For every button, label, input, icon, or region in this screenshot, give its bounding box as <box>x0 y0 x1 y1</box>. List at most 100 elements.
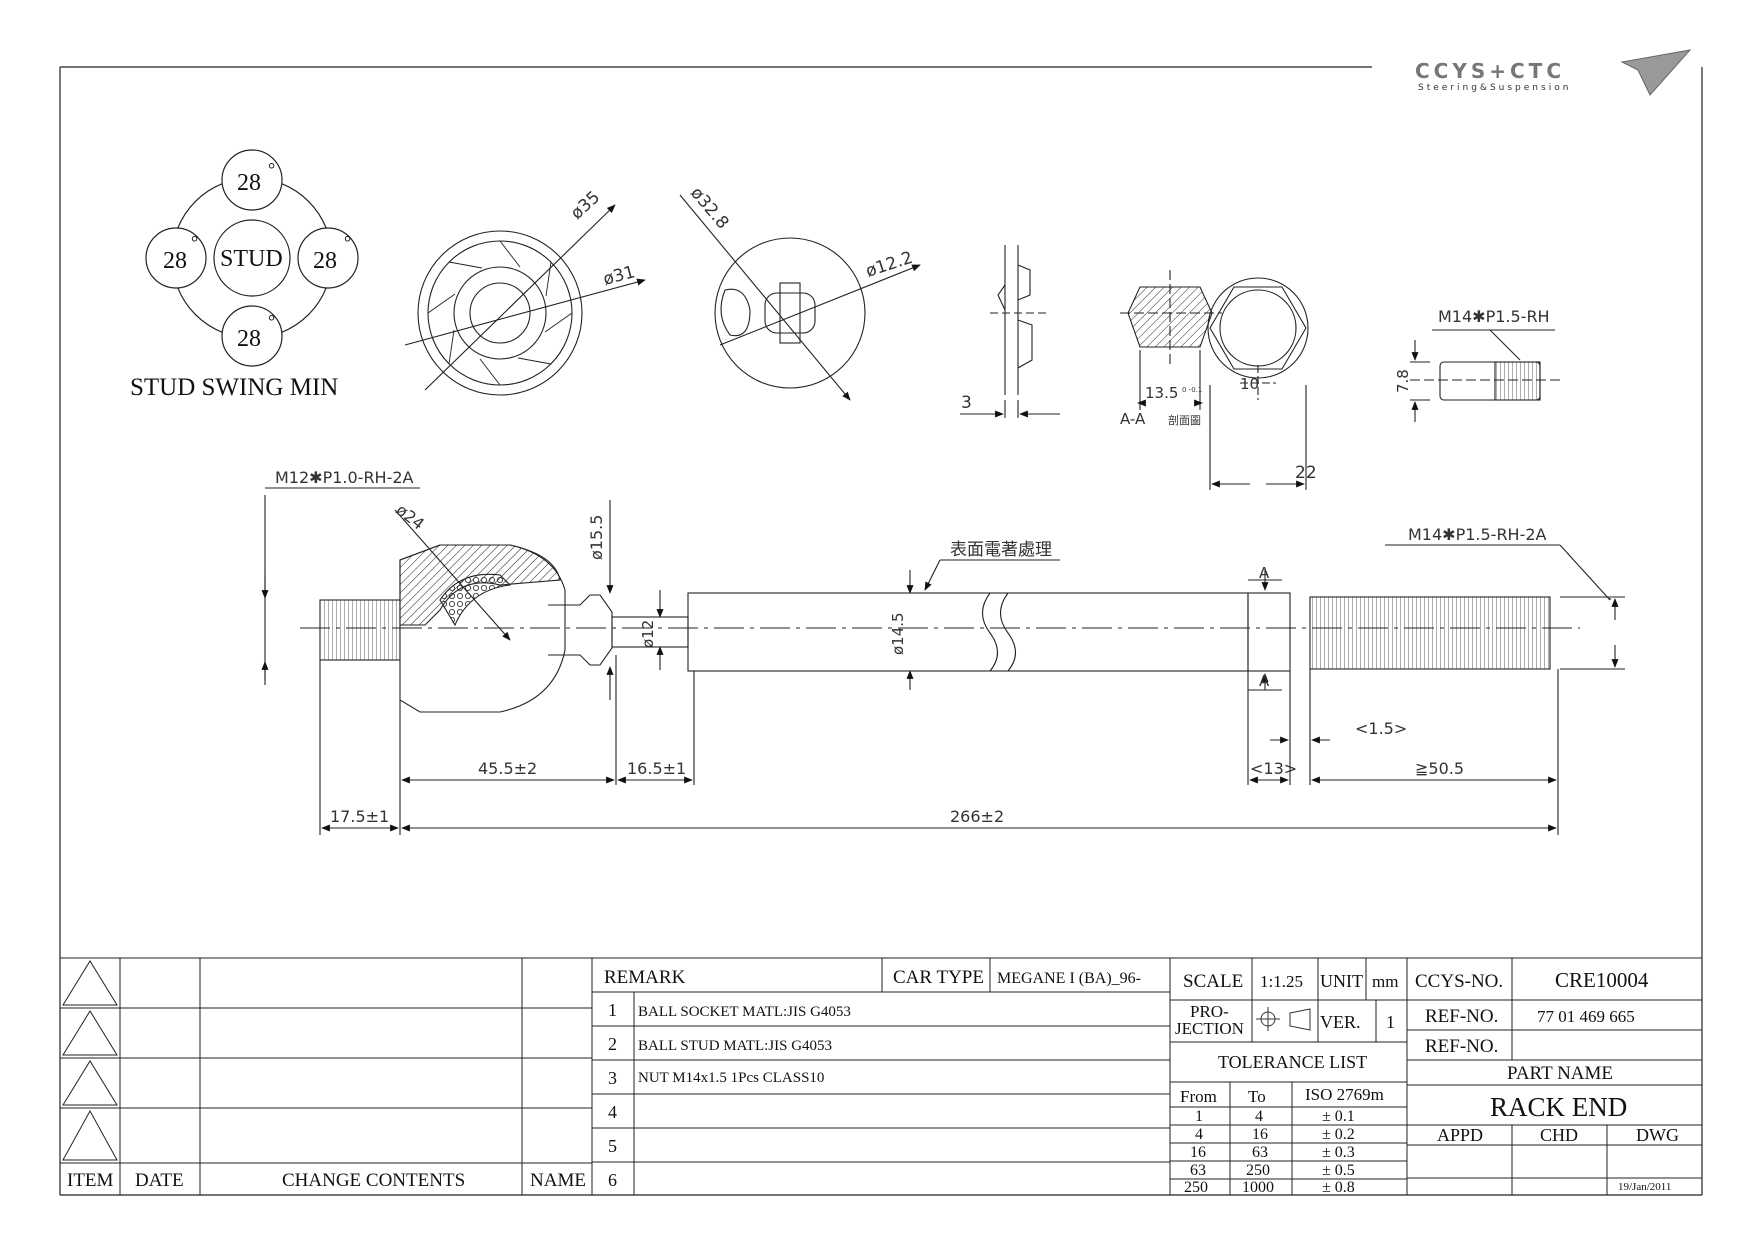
dim-13: <13> <box>1250 759 1297 778</box>
swing-degree-top: ° <box>268 159 275 179</box>
unit-label: UNIT <box>1320 971 1363 991</box>
rack-end-assembly <box>261 487 1625 835</box>
rack-end-labels: M12✱P1.0-RH-2A ø24 ø15.5 ø12 ø14.5 表面電著處… <box>275 468 1547 826</box>
brand-logo: CCYS+CTC Steering&Suspension <box>1415 49 1692 96</box>
ref-no-label: REF-NO. <box>1425 1006 1498 1027</box>
section-aa-cn: 剖面圖 <box>1168 413 1201 427</box>
section-aa-label: A-A <box>1120 410 1146 428</box>
stud-swing-diagram <box>145 149 359 367</box>
car-type-label: CAR TYPE <box>893 967 984 988</box>
tol-header-from: From <box>1180 1087 1217 1106</box>
washer-side-view <box>960 245 1060 418</box>
spec-block: SCALE 1:1.25 UNIT mm PRO- JECTION VER. 1… <box>1175 971 1398 1196</box>
tol-val-4: ± 0.5 <box>1322 1162 1355 1179</box>
version-label: VER. <box>1320 1012 1361 1032</box>
car-type-value: MEGANE I (BA)_96- <box>997 970 1141 987</box>
dim-shaft: ø14.5 <box>889 612 907 655</box>
part-name-label: PART NAME <box>1507 1063 1613 1084</box>
dim-nut-inner: 10 <box>1240 375 1259 393</box>
section-mark-top: A <box>1259 564 1270 582</box>
swing-degree-bottom: ° <box>268 311 275 331</box>
sheet-border <box>59 66 1703 1196</box>
header-date: DATE <box>135 1170 184 1191</box>
tol-from-1: 1 <box>1195 1108 1203 1125</box>
tol-to-4: 250 <box>1246 1162 1270 1179</box>
remark-text-3: NUT M14x1.5 1Pcs CLASS10 <box>638 1070 824 1086</box>
projection-symbol-icon <box>1256 1007 1311 1031</box>
dim-washer-thickness: 3 <box>961 393 972 413</box>
dwg-label: DWG <box>1636 1125 1679 1145</box>
tol-from-5: 250 <box>1184 1179 1208 1196</box>
swing-angle-right: 28 <box>313 248 337 274</box>
tol-to-3: 63 <box>1252 1144 1268 1161</box>
remark-text-2: BALL STUD MATL:JIS G4053 <box>638 1038 832 1054</box>
ccys-no-label: CCYS-NO. <box>1415 971 1503 992</box>
ref-no-label-2: REF-NO. <box>1425 1036 1498 1057</box>
title-block-grid <box>60 957 1702 1195</box>
dim-boot-inner: ø31 <box>601 262 637 290</box>
header-item: ITEM <box>67 1170 114 1191</box>
remark-title: REMARK <box>604 967 686 988</box>
tol-from-3: 16 <box>1190 1144 1206 1161</box>
remark-no-1: 1 <box>608 1000 617 1020</box>
remark-no-3: 3 <box>608 1068 617 1088</box>
dim-shaft-small: ø12 <box>639 620 657 648</box>
plate-view <box>679 194 921 401</box>
swing-angle-left: 28 <box>163 248 187 274</box>
projection-label-1: PRO- <box>1190 1002 1229 1021</box>
remark-no-5: 5 <box>608 1136 617 1156</box>
dim-left-thread: M12✱P1.0-RH-2A <box>275 468 414 487</box>
boot-view <box>404 204 646 396</box>
stud-swing-labels: 28 ° 28 ° 28 ° 28 ° STUD STUD SWING MIN <box>130 159 351 401</box>
unit-value: mm <box>1372 972 1398 991</box>
dim-neck: ø15.5 <box>587 515 606 560</box>
tol-val-2: ± 0.2 <box>1322 1126 1355 1143</box>
dim-nut-across-flats: 22 <box>1295 463 1317 483</box>
version-value: 1 <box>1386 1012 1395 1032</box>
swing-caption: STUD SWING MIN <box>130 374 338 401</box>
dim-16-5: 16.5±1 <box>627 759 686 778</box>
appd-label: APPD <box>1437 1125 1483 1145</box>
ref-no-value: 77 01 469 665 <box>1537 1007 1635 1026</box>
tol-to-2: 16 <box>1252 1126 1268 1143</box>
tol-to-5: 1000 <box>1242 1179 1274 1196</box>
brand-tagline: Steering&Suspension <box>1418 83 1571 93</box>
nut-view <box>1207 277 1309 490</box>
title-block-right: CCYS-NO. CRE10004 REF-NO. 77 01 469 665 … <box>1415 968 1679 1193</box>
remark-no-2: 2 <box>608 1034 617 1054</box>
swing-degree-right: ° <box>344 232 351 252</box>
scale-label: SCALE <box>1183 971 1243 992</box>
drawing-date: 19/Jan/2011 <box>1618 1181 1671 1193</box>
revision-triangles <box>62 960 118 1161</box>
dim-266: 266±2 <box>950 807 1004 826</box>
part-name-value: RACK END <box>1490 1092 1627 1122</box>
remark-no-6: 6 <box>608 1170 617 1190</box>
remark-text-1: BALL SOCKET MATL:JIS G4053 <box>638 1004 851 1020</box>
rev-triangle-1 <box>62 960 118 1006</box>
dim-nut-thickness: 7.8 <box>1394 369 1412 393</box>
section-mark-bottom: A <box>1259 672 1270 690</box>
dim-50-5: ≧50.5 <box>1415 759 1464 778</box>
tol-to-1: 4 <box>1255 1108 1263 1125</box>
tol-from-4: 63 <box>1190 1162 1206 1179</box>
remark-no-4: 4 <box>608 1102 617 1122</box>
ccys-no-value: CRE10004 <box>1555 968 1649 992</box>
dim-flat: 13.5 <box>1145 384 1178 402</box>
tol-val-1: ± 0.1 <box>1322 1108 1355 1125</box>
header-change-contents: CHANGE CONTENTS <box>282 1170 465 1191</box>
remarks-table: REMARK CAR TYPE MEGANE I (BA)_96- 1 BALL… <box>604 967 1141 1190</box>
header-name: NAME <box>530 1170 586 1191</box>
tol-header-to: To <box>1248 1087 1266 1106</box>
swing-angle-bottom: 28 <box>237 326 261 352</box>
rev-triangle-4 <box>62 1109 118 1161</box>
swing-degree-left: ° <box>191 232 198 252</box>
rev-triangle-3 <box>62 1060 118 1106</box>
nut-side-view <box>1410 329 1560 422</box>
rev-triangle-2 <box>62 1010 118 1056</box>
projection-label-2: JECTION <box>1175 1019 1244 1038</box>
tolerance-title: TOLERANCE LIST <box>1218 1052 1367 1072</box>
dim-right-thread: M14✱P1.5-RH-2A <box>1408 525 1547 544</box>
scale-value: 1:1.25 <box>1260 972 1303 991</box>
surface-note: 表面電著處理 <box>950 540 1052 560</box>
dim-17-5: 17.5±1 <box>330 807 389 826</box>
